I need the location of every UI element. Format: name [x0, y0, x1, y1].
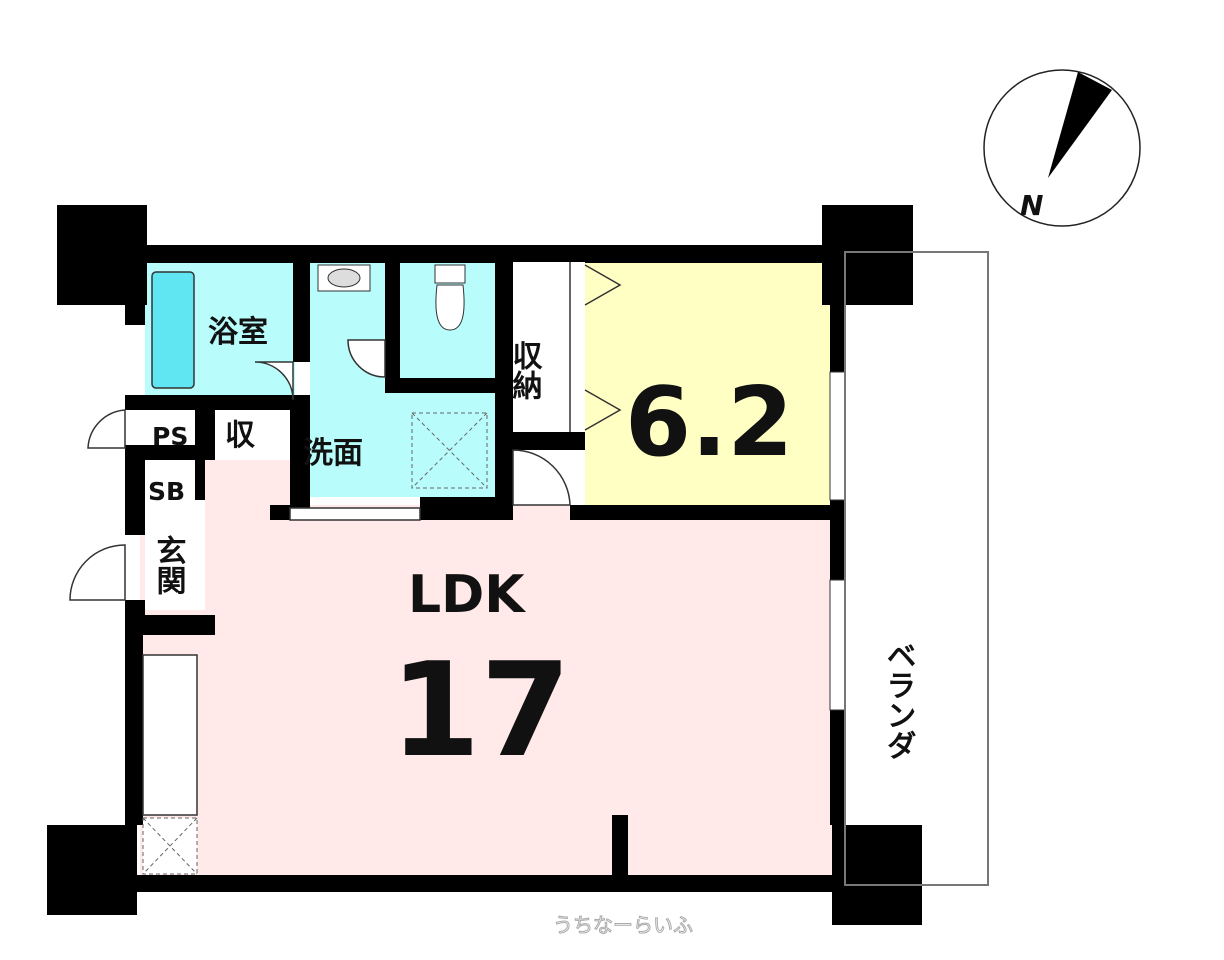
north-arrow-icon	[1048, 72, 1112, 178]
kitchen-counter	[142, 654, 198, 816]
label-ldk-size: 17	[390, 634, 571, 786]
storage-closet	[513, 262, 585, 432]
watermark: うちなーらいふ	[553, 913, 693, 937]
label-sb: SB	[148, 477, 185, 506]
label-ps: PS	[152, 422, 188, 451]
label-bedroom-size: 6.2	[625, 368, 793, 478]
label-storage-small: 収	[225, 418, 256, 453]
label-ldk: LDK	[408, 565, 526, 625]
closet-door-icon	[584, 264, 622, 431]
washer-space	[411, 412, 488, 489]
bathtub	[151, 271, 195, 389]
label-veranda: ベランダ	[881, 640, 916, 760]
toilet-bowl-icon	[435, 284, 465, 331]
label-storage-1: 収納	[507, 340, 543, 400]
compass: N	[983, 69, 1141, 227]
label-entrance: 玄関	[151, 534, 186, 595]
compass-north-label: N	[1020, 189, 1043, 222]
ldk-floor	[140, 505, 832, 877]
walls	[47, 205, 922, 925]
label-bath: 浴室	[208, 315, 268, 350]
bedroom-floor	[585, 262, 830, 505]
label-washroom: 洗面	[303, 436, 363, 471]
toilet-tank-icon	[434, 264, 466, 284]
veranda	[844, 251, 989, 886]
